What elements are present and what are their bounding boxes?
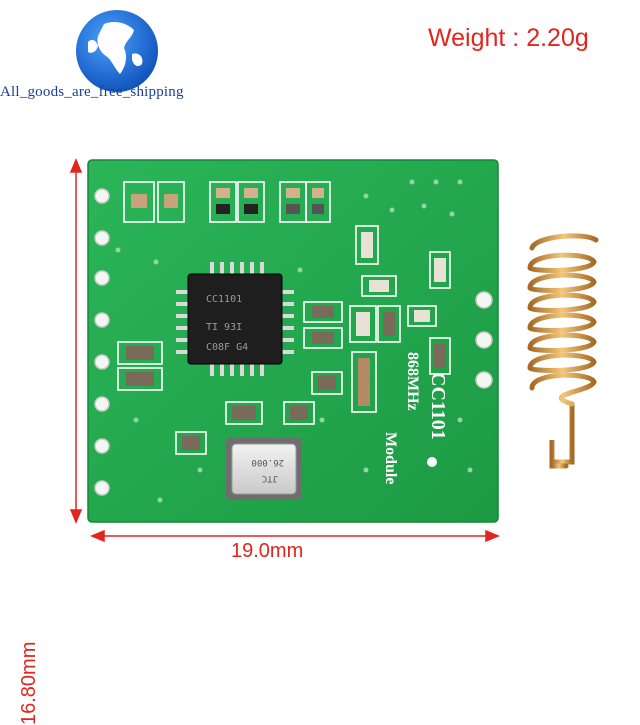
smd-parts [126,188,446,450]
chip-text-3: C08F G4 [206,342,248,353]
dimension-horizontal [90,529,500,543]
chip-text-1: CC1101 [206,294,242,305]
crystal-text-2: 26.000 [251,457,284,467]
pcb-pads-left [94,188,110,496]
silkscreen-frequency: 868MHz [404,352,421,411]
product-photo: CC1101 TI 93I C08F G4 JTC 26.000 CC1101 … [69,158,599,543]
weight-label: Weight : 2.20g [428,24,589,52]
pcb-pads-right [475,291,493,389]
chip-text-2: TI 93I [206,322,242,333]
cc1101-chip: CC1101 TI 93I C08F G4 [176,262,294,376]
height-dimension-label: 16.80mm [18,641,40,725]
silkscreen-cc1101: CC1101 [427,372,449,440]
shop-slogan: All_goods_are_free_shipping [0,84,184,100]
globe-icon [76,10,158,92]
crystal-oscillator: JTC 26.000 [226,438,302,500]
silkscreen-dot [427,457,437,467]
dimension-vertical [69,158,83,524]
silkscreen-module: Module [382,432,399,484]
spring-antenna [527,233,599,469]
width-dimension-label: 19.0mm [231,540,304,562]
crystal-text-1: JTC [262,473,278,483]
smd-components [117,181,451,455]
